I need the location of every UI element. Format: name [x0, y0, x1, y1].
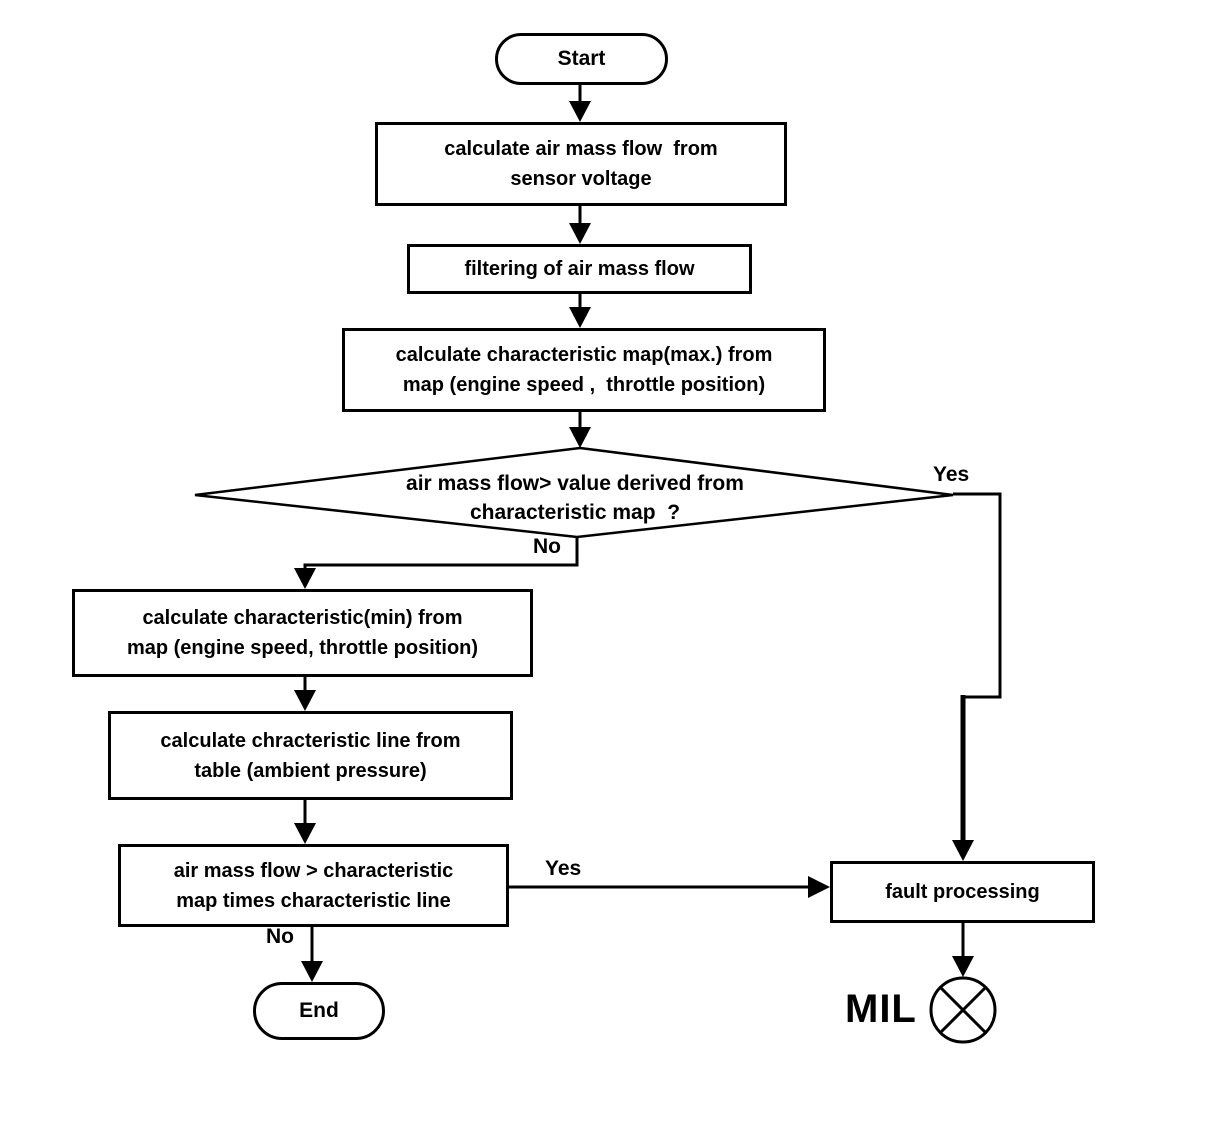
- arrowhead-into-fault-left: [808, 876, 830, 898]
- arrowhead-into-charmin: [294, 568, 316, 589]
- node-fault-processing-label: fault processing: [885, 881, 1040, 903]
- node-calc-char-line: calculate chracteristic line from table …: [108, 711, 513, 800]
- decision-map-line1: air mass flow> value derived from: [406, 472, 744, 495]
- arrowhead-into-filtering: [569, 223, 591, 244]
- node-start-label: Start: [557, 47, 606, 70]
- node-calc-char-line-line1: calculate chracteristic line from: [160, 729, 461, 752]
- arrowhead-into-mil: [952, 956, 974, 977]
- arrowhead-into-calc: [569, 101, 591, 122]
- edge-decision-yes-elbow: [953, 492, 1002, 699]
- label-decision-map-no: No: [533, 535, 561, 558]
- edge-decision-no-elbow: [303, 536, 579, 570]
- node-calc-air-mass-flow-line1: calculate air mass flow from: [444, 138, 718, 160]
- node-calc-char-map-max: calculate characteristic map(max.) from …: [342, 328, 826, 412]
- arrowhead-into-fault-top: [952, 840, 974, 861]
- node-fault-processing: fault processing: [830, 861, 1095, 923]
- node-end: End: [253, 982, 385, 1040]
- arrowhead-into-charline: [294, 690, 316, 711]
- node-calc-air-mass-flow-line2: sensor voltage: [510, 168, 652, 190]
- node-calc-char-min-line1: calculate characteristic(min) from: [142, 607, 463, 629]
- label-mil: MIL: [845, 987, 917, 1031]
- label-decision-line-no: No: [266, 925, 294, 948]
- node-calc-char-line-line2: table (ambient pressure): [194, 759, 427, 782]
- node-calc-char-min-line2: map (engine speed, throttle position): [126, 637, 479, 659]
- node-filtering: filtering of air mass flow: [407, 244, 752, 294]
- label-decision-map-yes: Yes: [933, 463, 970, 486]
- arrowhead-into-end: [301, 961, 323, 982]
- node-calc-char-map-max-line2: map (engine speed , throttle position): [402, 374, 766, 396]
- node-calc-char-min: calculate characteristic(min) from map (…: [72, 589, 533, 677]
- node-calc-air-mass-flow: calculate air mass flow from sensor volt…: [375, 122, 787, 206]
- node-decision-map-label: air mass flow> value derived from charac…: [300, 469, 850, 527]
- node-calc-char-map-max-line1: calculate characteristic map(max.) from: [395, 344, 773, 366]
- node-decision-line: air mass flow > characteristic map times…: [118, 844, 509, 927]
- decision-map-line2: characteristic map ?: [469, 501, 681, 524]
- node-start: Start: [495, 33, 668, 85]
- arrowhead-into-decision2: [294, 823, 316, 844]
- label-decision-line-yes: Yes: [545, 857, 582, 880]
- arrowhead-into-charmap: [569, 307, 591, 328]
- node-decision-line-line2: map times characteristic line: [176, 889, 451, 912]
- node-decision-line-line1: air mass flow > characteristic: [173, 859, 454, 882]
- mil-lamp-icon: [929, 976, 997, 1044]
- node-filtering-label: filtering of air mass flow: [464, 258, 695, 280]
- arrowhead-into-decision: [569, 427, 591, 448]
- node-end-label: End: [299, 999, 339, 1022]
